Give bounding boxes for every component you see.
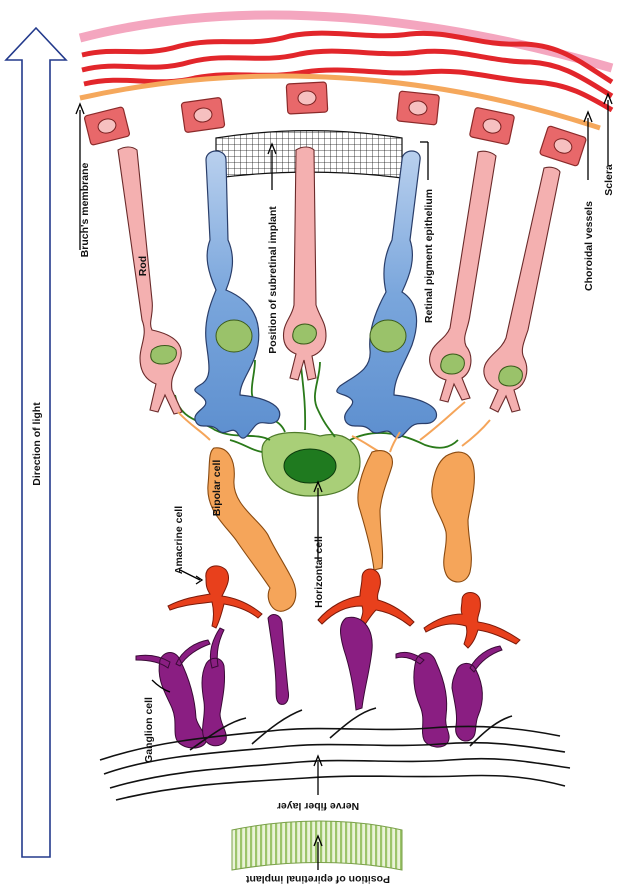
sclera-label: Sclera (603, 164, 615, 196)
epiretinal-implant (232, 821, 402, 870)
rod-cell (284, 147, 327, 380)
bipolar-cell (358, 451, 393, 570)
epiretinal-implant-label: Position of epiretinal implant (245, 873, 390, 885)
subretinal-implant-label: Position of subretinal implant (267, 206, 279, 354)
cone-cell (337, 151, 437, 438)
direction-of-light-arrow: Direction of light (6, 28, 66, 857)
rpe-cell (84, 107, 130, 146)
amacrine-cell (424, 593, 520, 649)
bipolar-cell-label: Bipolar cell (211, 460, 223, 517)
amacrine-cell (168, 566, 262, 628)
ganglion-cell (396, 652, 449, 747)
bruchs-membrane-label: Bruch's membrane (79, 162, 91, 257)
horizontal-cell (262, 433, 360, 496)
ganglion-cell-label: Ganglion cell (143, 697, 155, 763)
rpe-cell (286, 82, 328, 114)
nerve-fiber-layer (100, 708, 570, 800)
rod-cell (484, 167, 560, 412)
ganglion-cell (341, 617, 373, 710)
rods (118, 147, 560, 414)
choroidal-vessels-label: Choroidal vessels (583, 201, 595, 291)
nerve-fiber-layer-label: Nerve fiber layer (277, 800, 359, 812)
bipolar-cell (432, 452, 475, 582)
retinal-pigment-epithelium-label: Retinal pigment epithelium (423, 189, 435, 323)
bruchs-membrane (80, 76, 600, 128)
rod-cell (118, 147, 182, 414)
rod-label: Rod (137, 256, 149, 276)
ganglion-cell (268, 615, 289, 705)
rpe-cell (181, 97, 225, 132)
rpe-cell (397, 91, 440, 125)
direction-of-light-label: Direction of light (31, 402, 43, 486)
rpe-cell (539, 126, 586, 167)
choroidal-vessels (82, 33, 612, 110)
rpe-cell (469, 107, 514, 145)
amacrine-cell (318, 569, 414, 626)
horizontal-cell-label: Horizontal cell (313, 536, 325, 608)
amacrine-cell-label: Amacrine cell (173, 506, 185, 574)
